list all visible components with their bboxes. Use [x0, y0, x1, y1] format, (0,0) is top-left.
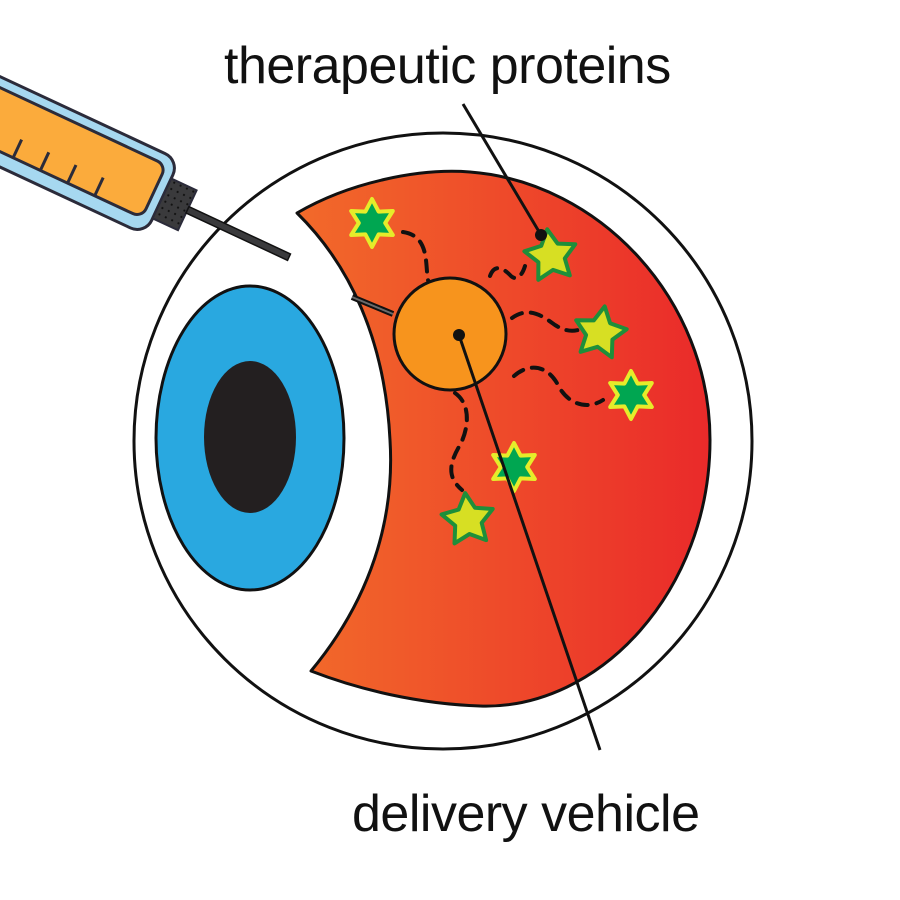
leader-dot-therapeutic-proteins: [535, 229, 547, 241]
label-delivery-vehicle: delivery vehicle: [352, 785, 700, 843]
five-point-star-icon: [574, 304, 629, 360]
therapeutic-proteins-group: [349, 197, 654, 546]
leader-line-therapeutic-proteins: [461, 103, 543, 236]
delivery-vehicle: [392, 276, 508, 392]
diffusion-path: [510, 310, 580, 333]
leader-line-delivery-vehicle: [457, 334, 602, 751]
leader-dot-delivery-vehicle: [453, 329, 465, 341]
diffusion-path: [512, 365, 605, 407]
syringe-tick-marks: [11, 138, 105, 197]
diffusion-path: [488, 264, 527, 280]
needle-tip-highlight: [351, 296, 394, 315]
six-point-star-icon: [349, 197, 395, 249]
syringe-icon: [0, 70, 292, 262]
pupil: [204, 361, 296, 513]
six-point-star-icon: [608, 369, 654, 421]
label-therapeutic-proteins: therapeutic proteins: [224, 37, 671, 95]
five-point-star-icon: [522, 227, 578, 282]
five-point-star-icon: [439, 491, 495, 546]
six-point-star-icon: [491, 441, 537, 493]
syringe-needle: [185, 205, 292, 262]
retina-region: [295, 169, 712, 708]
